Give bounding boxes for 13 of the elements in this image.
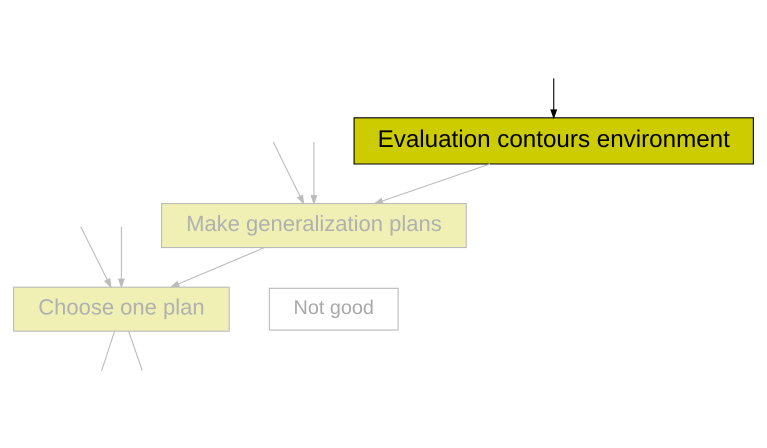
- node-box: Evaluation contours environment: [354, 116, 754, 164]
- arrow: [550, 78, 558, 119]
- arrow: [80, 226, 112, 288]
- node-box: Choose one plan: [13, 286, 230, 332]
- arrow: [118, 226, 125, 288]
- arrow: [272, 141, 304, 204]
- node-box: Not good: [268, 287, 399, 330]
- connector: [101, 330, 115, 370]
- connector: [128, 330, 143, 370]
- arrow: [310, 142, 318, 205]
- arrow: [170, 246, 265, 288]
- arrow: [373, 162, 490, 204]
- node-box: Make generalization plans: [161, 202, 467, 248]
